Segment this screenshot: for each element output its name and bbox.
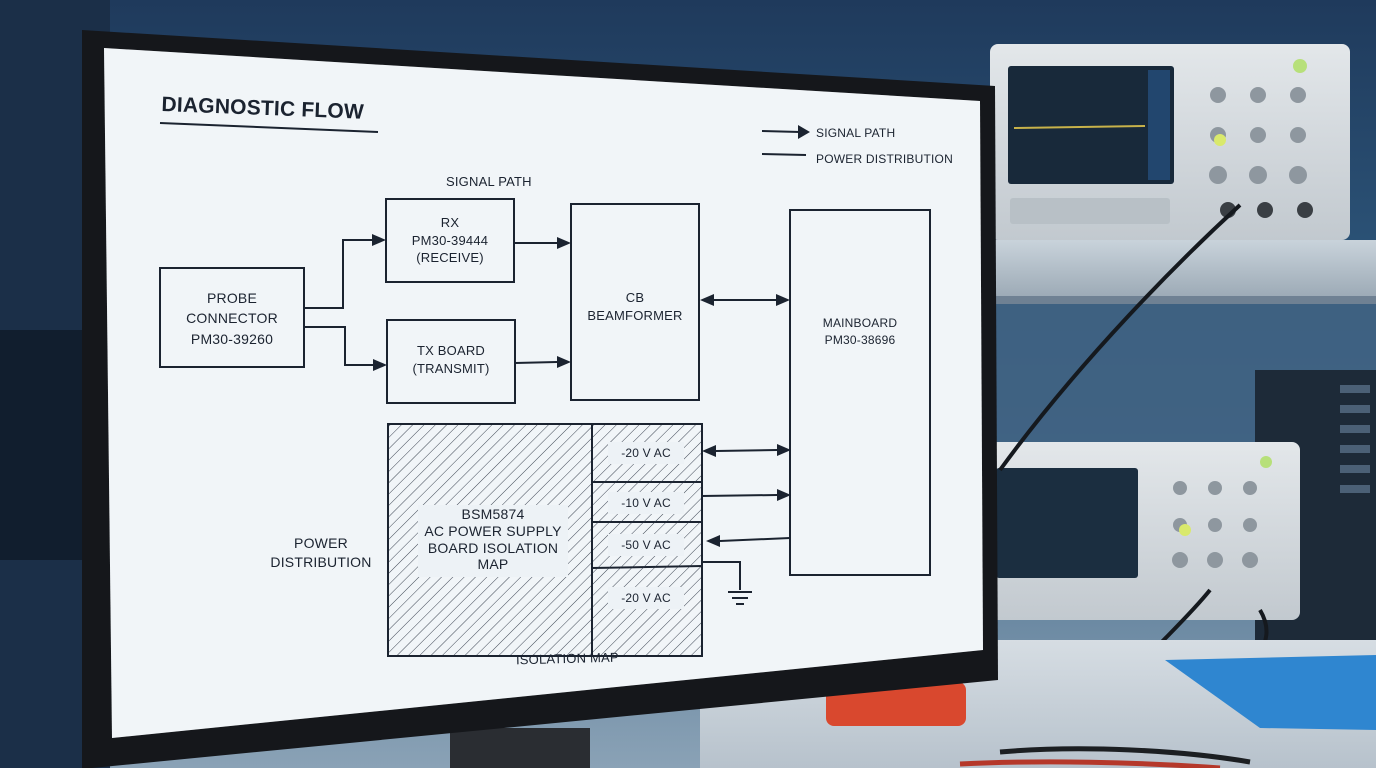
beamformer-block [570,203,700,401]
psu-block [387,423,703,657]
oscilloscope-upper [990,44,1350,240]
probe-connector-block [159,267,305,368]
diagram-arrowheads [372,125,810,547]
shelf [985,240,1376,300]
monitor-screen [104,48,983,738]
blue-mat [1165,655,1376,730]
tx-block [386,319,516,404]
oscilloscope-lower [990,442,1300,620]
mainboard-block [789,209,931,576]
rx-block [385,198,515,283]
